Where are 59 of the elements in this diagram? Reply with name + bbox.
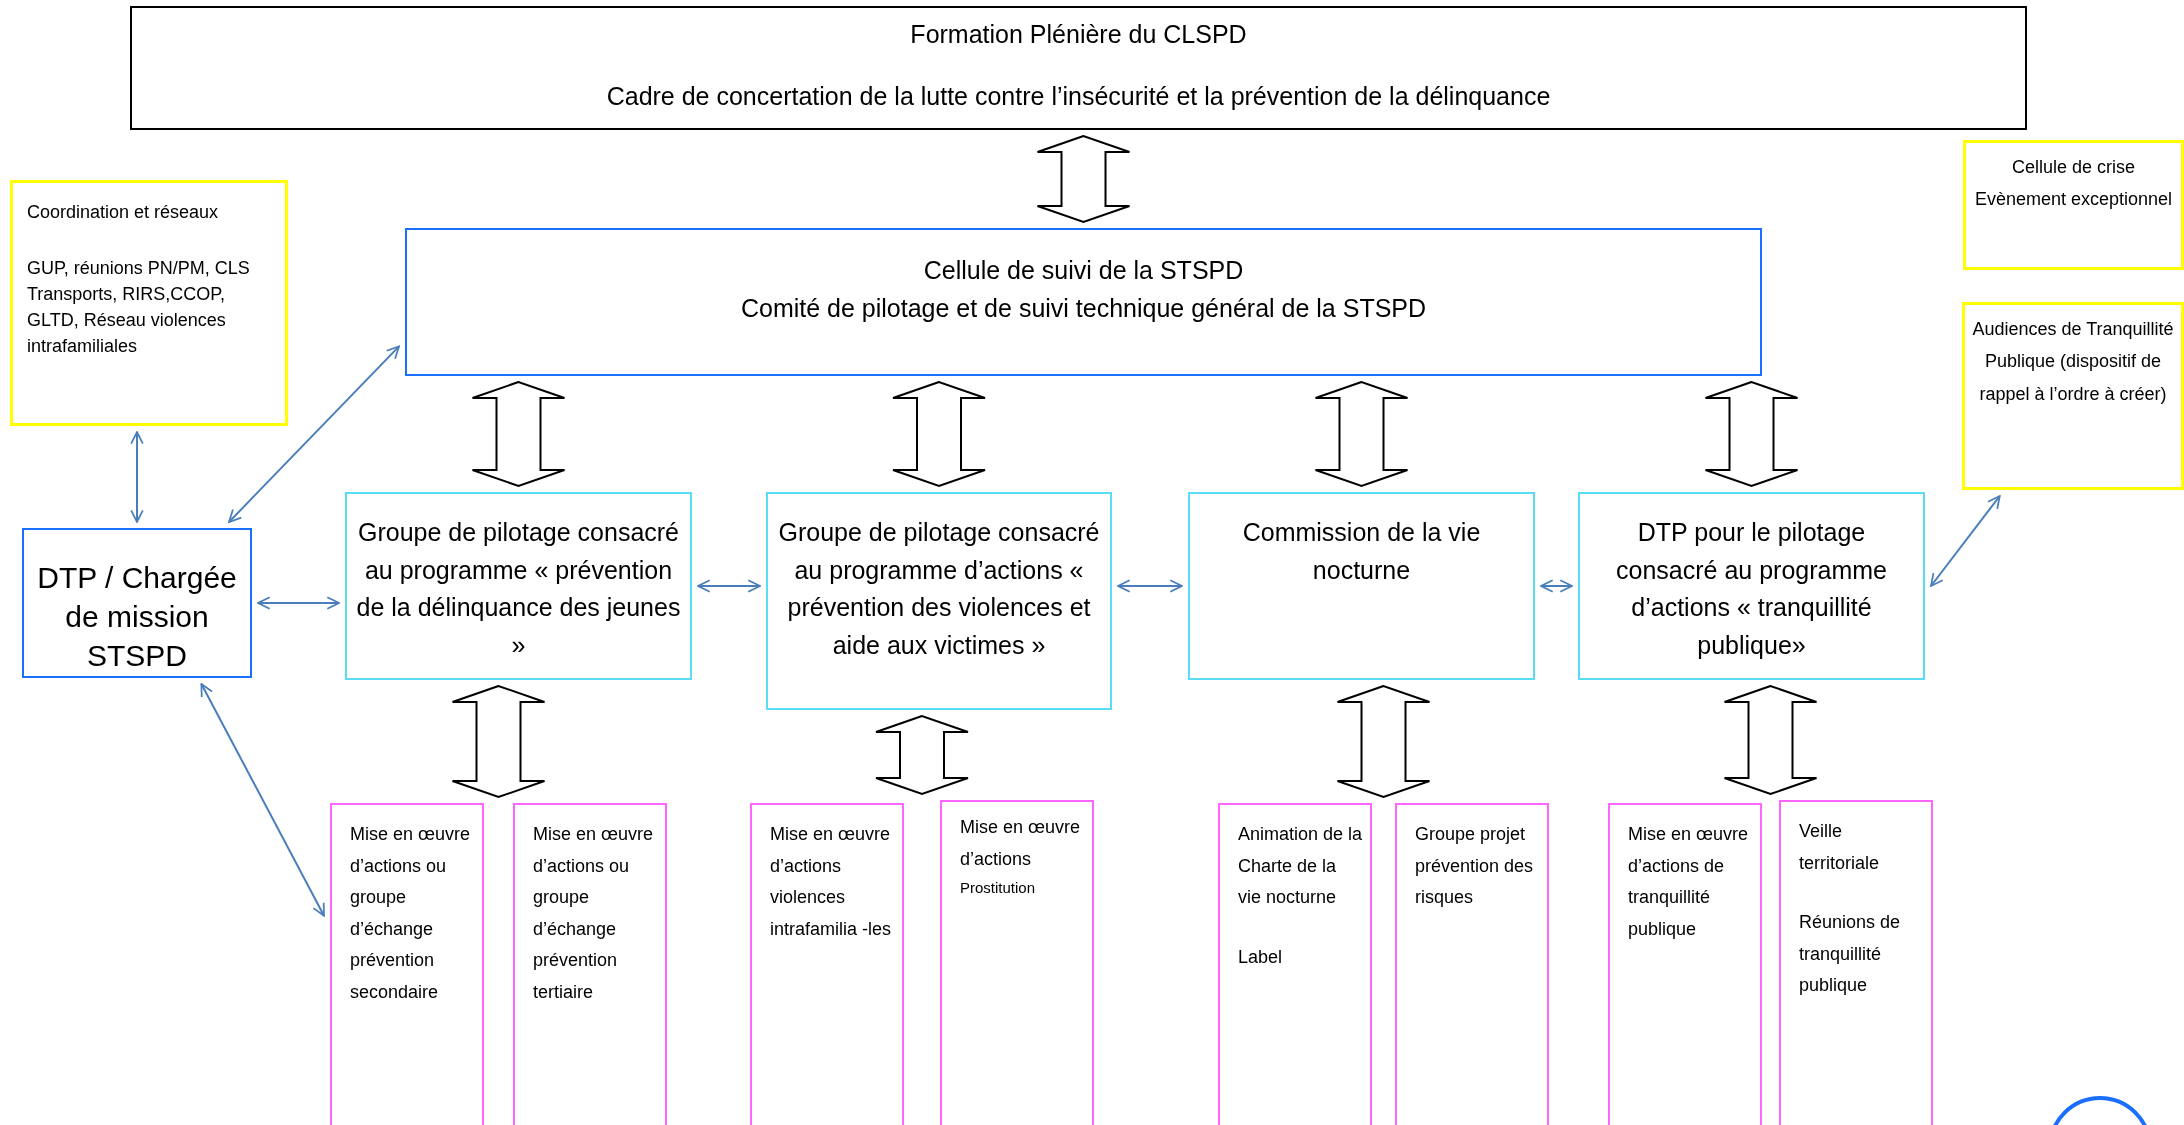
process-box xyxy=(766,492,1112,710)
block-arrow xyxy=(1704,380,1799,488)
process-box xyxy=(1188,492,1535,680)
box-title: DTP / Chargée de mission STSPD xyxy=(36,560,238,674)
note-box xyxy=(1963,140,2184,270)
box-title: DTP pour le pilotage consacré au programme d’actions « tranquillité publique» xyxy=(1615,517,1888,661)
block-arrow xyxy=(451,684,546,799)
action-box xyxy=(513,803,667,1125)
action-box xyxy=(750,803,904,1125)
arrow xyxy=(257,596,340,610)
block-arrow xyxy=(1314,380,1409,488)
arrow xyxy=(200,683,325,917)
block-arrow xyxy=(875,714,969,796)
action-box xyxy=(330,803,484,1125)
action-box xyxy=(1779,800,1933,1125)
box-title: Groupe projet prévention des risques xyxy=(1415,823,1535,909)
action-box xyxy=(1608,803,1762,1125)
box-title: Cellule de crise Evènement exceptionnel xyxy=(1973,156,2174,212)
box-title: Commission de la vie nocturne xyxy=(1241,517,1482,586)
box-text: Prostitution xyxy=(960,878,1037,898)
process-box xyxy=(1578,492,1925,680)
box-title: Mise en œuvre d’actions ou groupe d’échange prévention tertiaire xyxy=(533,823,655,1004)
block-arrow xyxy=(1723,684,1818,796)
box-title: Mise en œuvre d’actions xyxy=(960,816,1082,871)
block-arrow xyxy=(1336,684,1431,799)
process-box xyxy=(405,228,1762,376)
box-title: Coordination et réseaux xyxy=(27,201,220,224)
box-title: Groupe de pilotage consacré au programme « prévention de la délinquance des jeunes » xyxy=(355,517,682,661)
arrow xyxy=(1930,495,2001,587)
box-text: GUP, réunions PN/PM, CLS Transports, RIRS,CCOP, GLTD, Réseau violences intrafamiliales xyxy=(27,257,251,359)
plenary-box xyxy=(130,6,2027,130)
arrow xyxy=(1540,579,1573,593)
arrow xyxy=(228,345,400,523)
block-arrow xyxy=(1036,134,1131,224)
box-text: Label xyxy=(1238,945,1284,969)
note-box xyxy=(10,180,288,426)
action-box xyxy=(1395,803,1549,1125)
process-box xyxy=(22,528,252,678)
box-title: Formation Plénière du CLSPD xyxy=(909,19,1248,50)
box-text: Comité de pilotage et de suivi technique général de la STSPD xyxy=(739,293,1428,325)
box-title: Mise en œuvre d’actions ou groupe d’échange prévention secondaire xyxy=(350,823,472,1004)
arrow xyxy=(697,579,761,593)
box-text: Cadre de concertation de la lutte contre l’insécurité et la prévention de la délinquance xyxy=(605,80,1552,112)
arrow xyxy=(1117,579,1183,593)
action-box xyxy=(940,800,1094,1125)
box-title: Cellule de suivi de la STSPD xyxy=(922,255,1245,286)
block-arrow xyxy=(892,380,986,488)
box-title: Animation de la Charte de la vie nocturne xyxy=(1238,823,1364,909)
process-box xyxy=(345,492,692,680)
note-box xyxy=(1962,302,2184,490)
box-text: Réunions de tranquillité publique xyxy=(1799,911,1902,997)
arrow xyxy=(130,431,144,523)
box-title: Audiences de Tranquillité Publique (dispositif de rappel à l’ordre à créer) xyxy=(1971,318,2175,406)
box-title: Mise en œuvre d’actions de tranquillité publique xyxy=(1628,823,1750,941)
block-arrow xyxy=(471,380,566,488)
action-box xyxy=(1218,803,1372,1125)
box-title: Groupe de pilotage consacré au programme d’actions « prévention des violences et aide aux victimes » xyxy=(777,517,1101,661)
box-title: Mise en œuvre d’actions violences intrafamilia -les xyxy=(770,823,893,941)
box-title: Veille territoriale xyxy=(1799,820,1881,875)
